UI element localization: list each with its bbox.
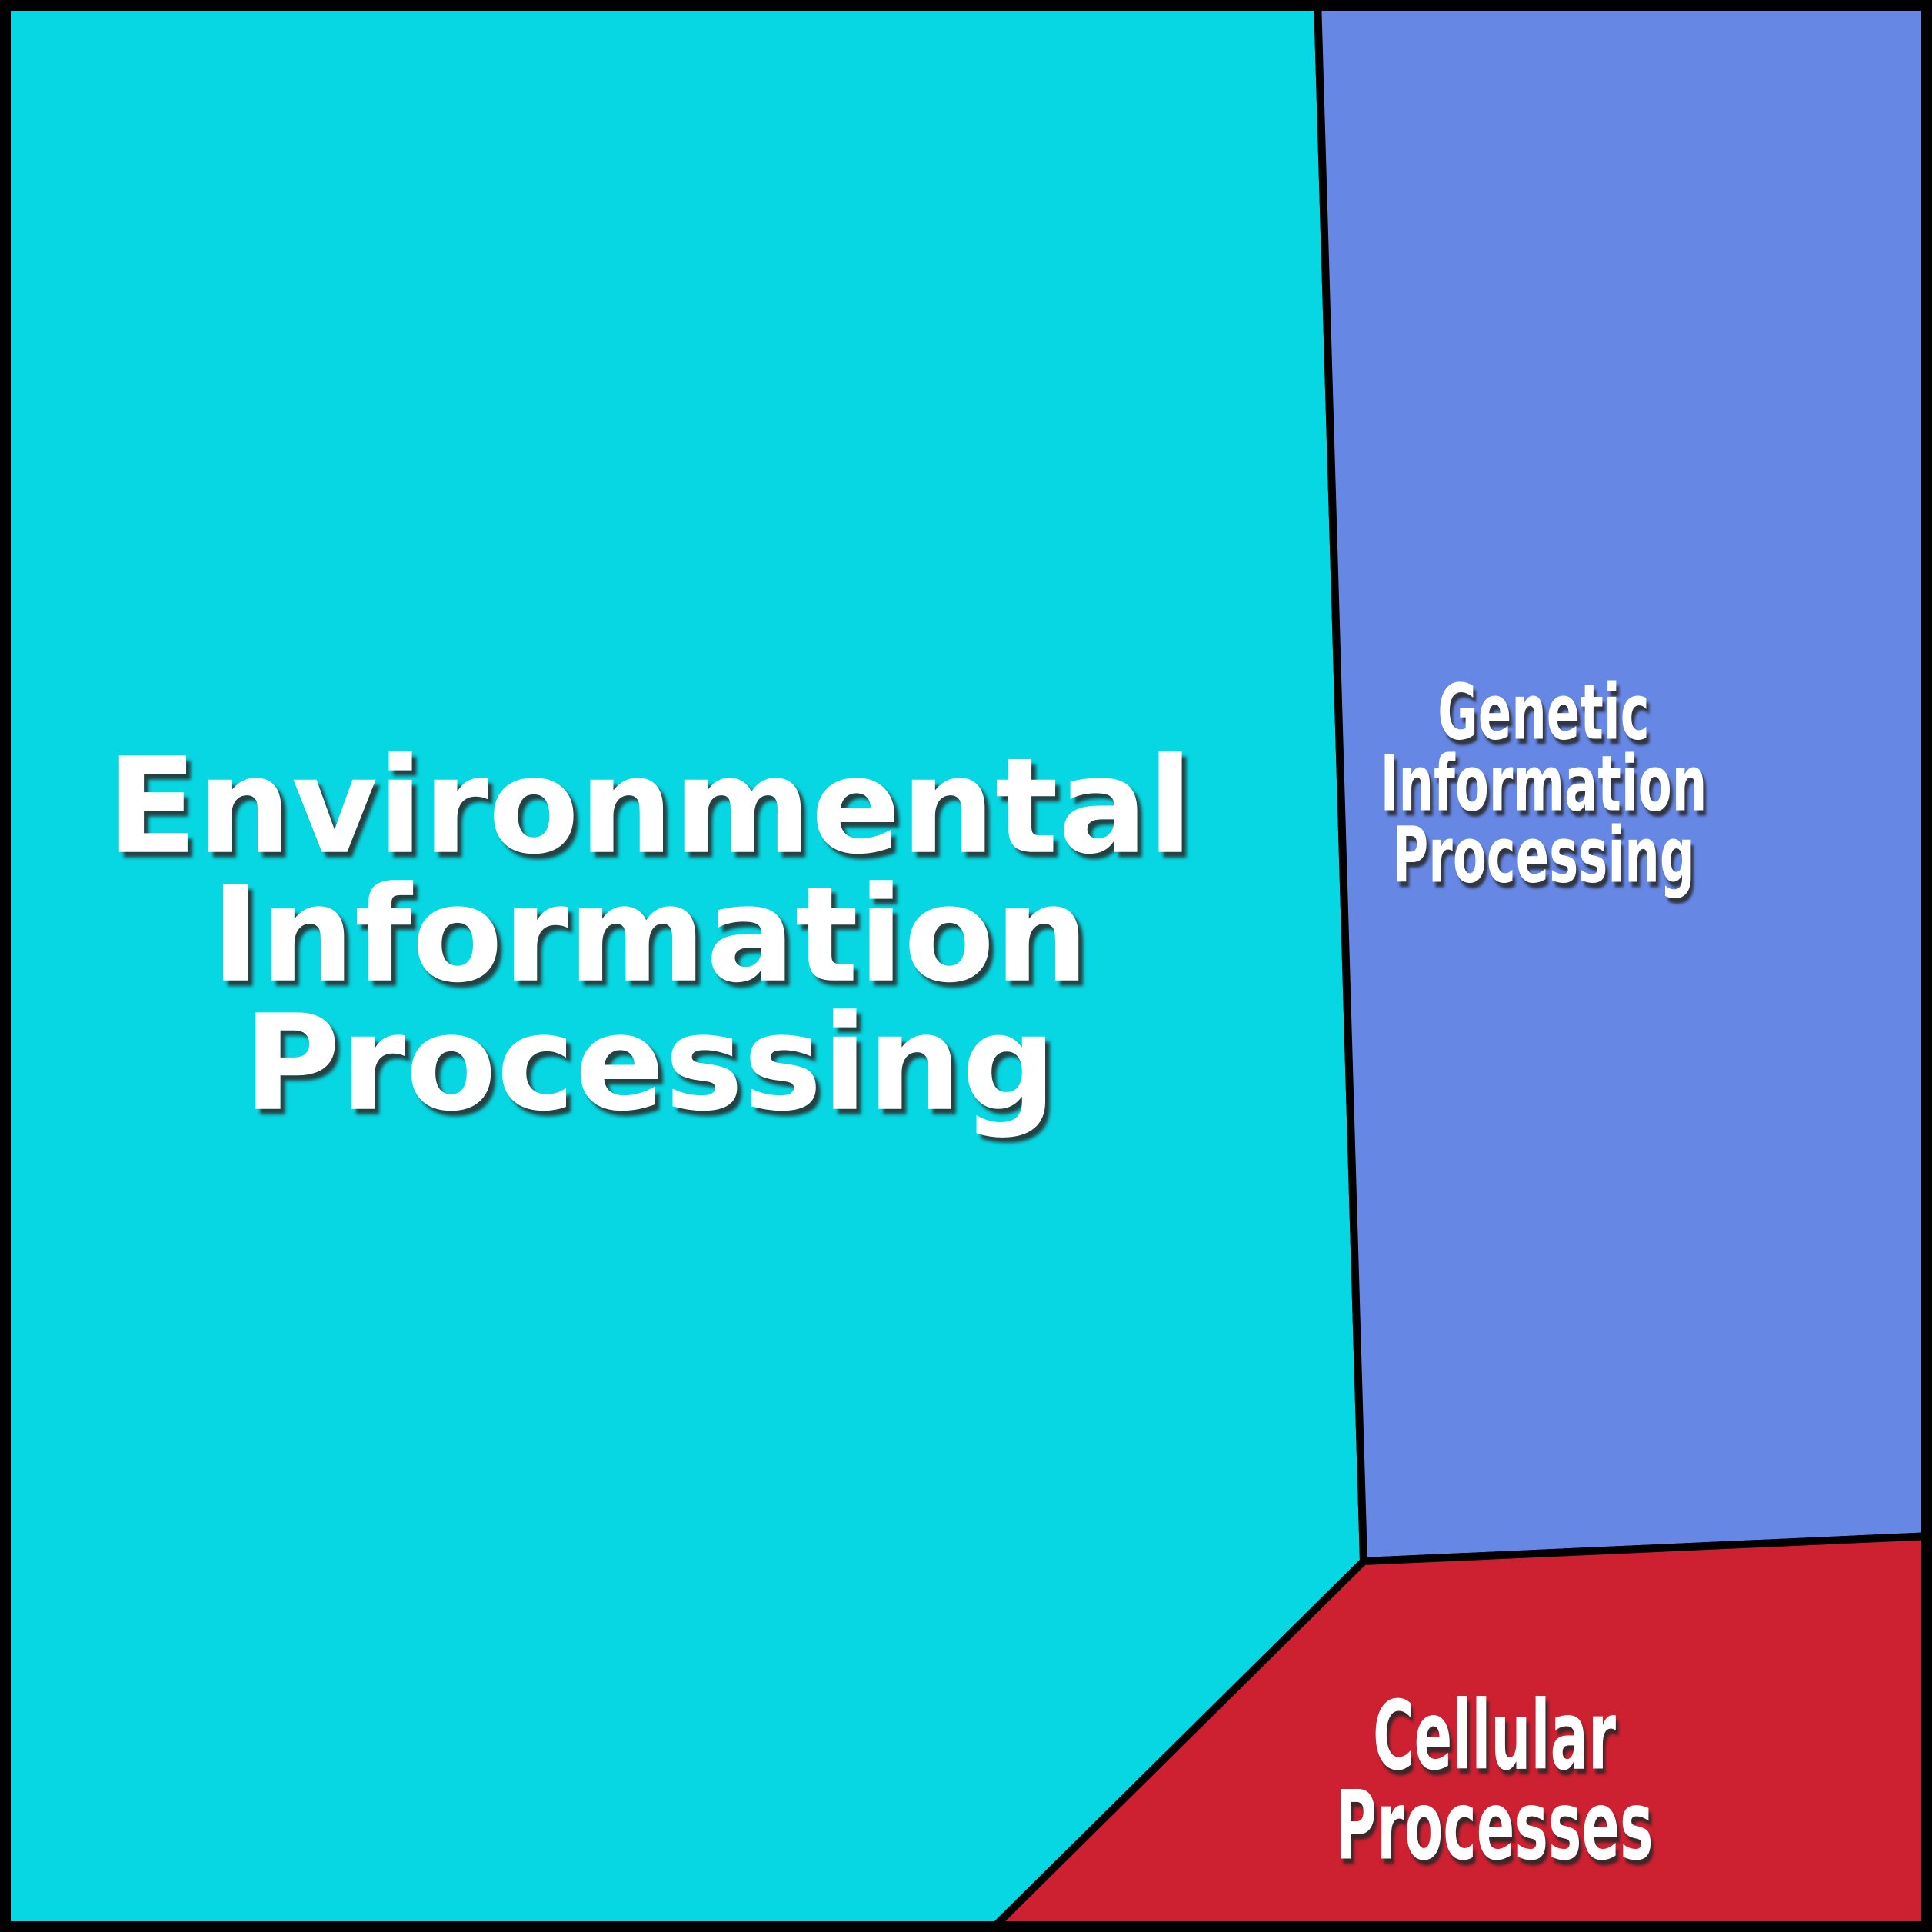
treemap-cell-environmental-information-processing xyxy=(0,0,1364,1932)
treemap-cell-cellular-processes xyxy=(983,1531,1932,1932)
treemap-cell-genetic-information-processing xyxy=(1313,0,1932,1566)
